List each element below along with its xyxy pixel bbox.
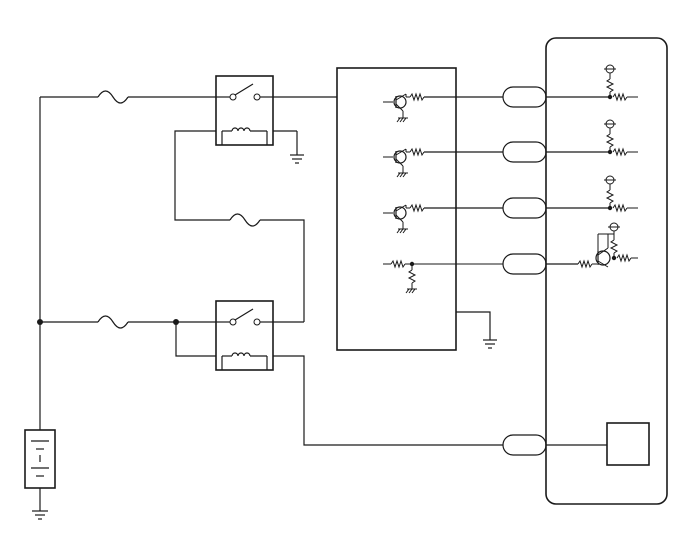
resistor-icon — [390, 259, 406, 269]
battery — [24, 429, 56, 511]
resistor-icon — [407, 269, 417, 284]
resistor-icon — [409, 147, 425, 157]
transistor-stage-2 — [383, 147, 503, 178]
resistor-icon — [409, 92, 425, 102]
resistor-icon — [609, 239, 619, 254]
resistor-icon — [605, 189, 615, 204]
transistor-stage-3 — [383, 203, 503, 234]
relay-coil-icon — [231, 127, 251, 132]
resistor-icon — [616, 253, 632, 263]
input-stage-4 — [383, 259, 503, 294]
resistor-icon — [409, 203, 425, 213]
relay-coil-icon — [231, 352, 251, 357]
output-module — [545, 37, 668, 505]
ground-symbol-battery — [32, 510, 48, 520]
pullup-input-1 — [546, 64, 638, 102]
connector-4 — [502, 253, 547, 275]
resistor-icon — [612, 92, 628, 102]
resistor-icon — [577, 259, 593, 269]
junction-dot — [37, 319, 43, 325]
load-component-box — [606, 422, 650, 466]
resistor-icon — [612, 203, 628, 213]
ground-symbol-relay — [273, 130, 304, 164]
connector-3 — [502, 197, 547, 219]
ground-symbol-control-unit — [456, 311, 497, 349]
resistor-icon — [605, 78, 615, 93]
fuse-icon — [97, 315, 129, 329]
connector-1 — [502, 86, 547, 108]
control-unit — [336, 67, 503, 351]
resistor-icon — [605, 133, 615, 148]
relay-1 — [215, 75, 274, 146]
resistor-icon — [612, 147, 628, 157]
fuse-icon — [229, 213, 261, 227]
relay-2 — [215, 300, 274, 371]
connector-5 — [502, 434, 547, 456]
transistor-stage-1 — [383, 92, 503, 123]
pullup-input-3 — [546, 175, 638, 213]
fuse-icon — [97, 90, 129, 104]
connector-2 — [502, 141, 547, 163]
transistor-driver — [546, 222, 638, 269]
pullup-input-2 — [546, 119, 638, 157]
main-power-feed — [37, 96, 216, 430]
